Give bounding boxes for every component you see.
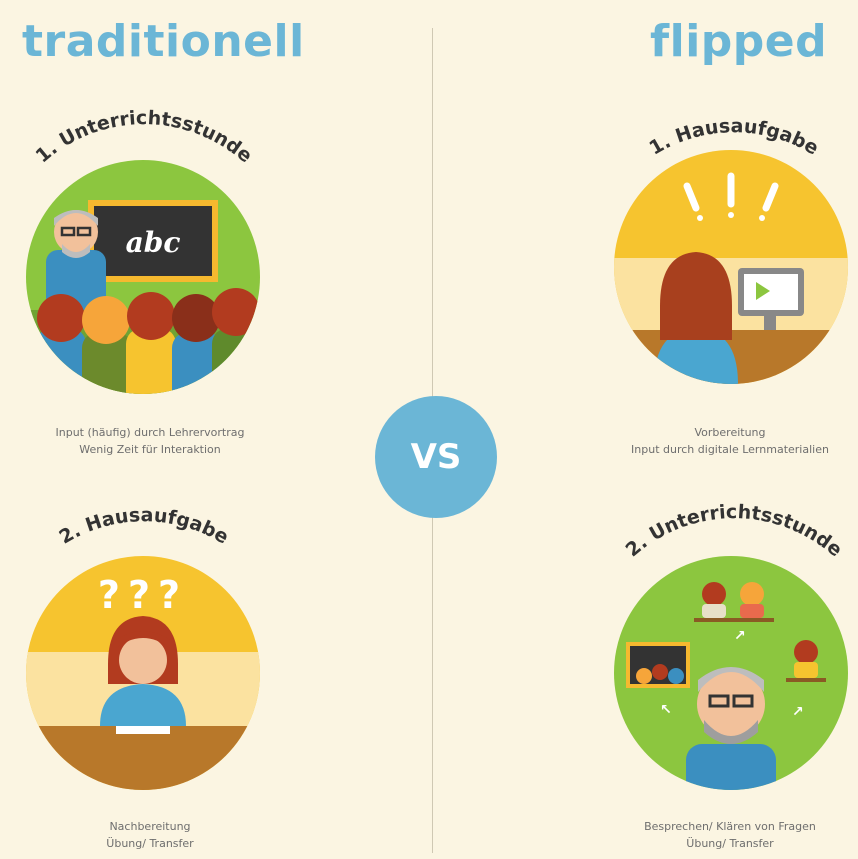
flipped-classroom-illustration: ↗ ↖ ↗ [614,556,848,790]
student-thinking-icon [100,616,186,734]
monitor-play-icon [738,268,804,330]
left-step1-caption: Input (häufig) durch Lehrervortrag Wenig… [0,424,300,458]
caption-line: Übung/ Transfer [686,837,774,850]
caption-line: Übung/ Transfer [106,837,194,850]
vs-badge: VS [375,396,497,518]
svg-text:↗: ↗ [792,704,804,720]
caption-line: Vorbereitung [694,426,766,439]
right-step2-title: 2. Unterrichtsstunde [622,501,847,561]
caption-line: Besprechen/ Klären von Fragen [644,820,816,833]
students-icon [36,288,260,394]
classroom-illustration: abc [26,160,260,394]
caption-line: Input durch digitale Lernmaterialien [631,443,829,456]
left-step1-title: 1. Unterrichtsstunde [32,107,257,167]
left-step2-title: 2. Hausaufgabe [56,504,233,548]
exclamation-icon [683,172,779,221]
svg-text:abc: abc [126,226,181,259]
homework-illustration: ??? [26,556,260,790]
caption-line: Nachbereitung [109,820,191,833]
right-step1-caption: Vorbereitung Input durch digitale Lernma… [580,424,858,458]
right-step2-caption: Besprechen/ Klären von Fragen Übung/ Tra… [580,818,858,852]
caption-line: Wenig Zeit für Interaktion [79,443,221,456]
left-step2-caption: Nachbereitung Übung/ Transfer [0,818,300,852]
flipped-homework-illustration [614,150,848,384]
question-marks-icon: ??? [98,573,188,617]
right-heading: flipped [650,16,828,67]
chalkboard-icon: abc [88,200,218,282]
svg-text:↖: ↖ [660,702,672,718]
caption-line: Input (häufig) durch Lehrervortrag [55,426,245,439]
left-heading: traditionell [22,16,305,67]
svg-text:↗: ↗ [734,628,746,644]
